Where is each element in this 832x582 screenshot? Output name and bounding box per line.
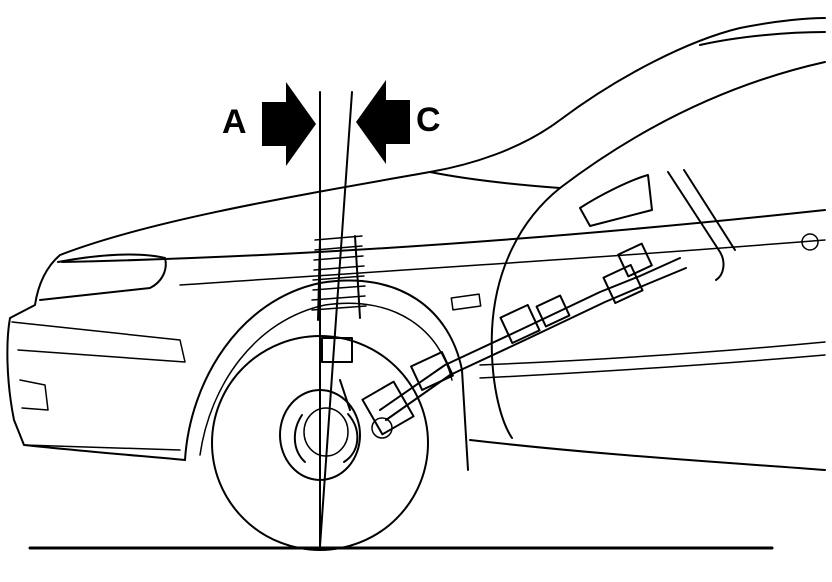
car-body <box>6 17 826 471</box>
steering-shaft <box>361 242 687 439</box>
wheel-arch-inner <box>199 302 453 456</box>
label-c: C <box>416 101 441 139</box>
arrow-c-icon <box>356 80 410 164</box>
camber-line <box>319 91 353 547</box>
arrow-a-icon <box>262 82 316 166</box>
label-a: A <box>222 103 247 141</box>
